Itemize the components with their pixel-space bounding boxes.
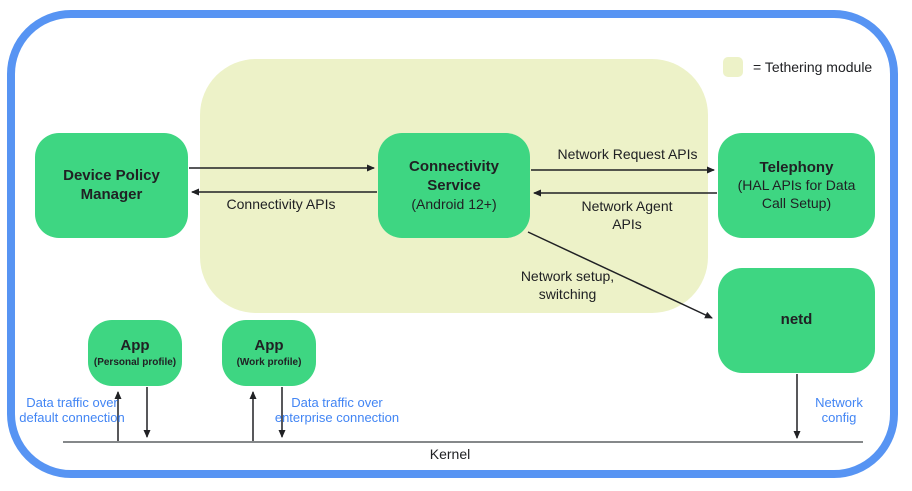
edge-label-network-request-apis: Network Request APIs xyxy=(557,146,698,162)
node-title: Connectivity Service xyxy=(408,158,499,194)
annotation-network-config: Network config xyxy=(815,395,863,425)
node-device-policy-manager: Device Policy Manager xyxy=(35,133,188,238)
edge-label-network-setup-switching: Network setup, switching xyxy=(520,268,615,302)
legend: = Tethering module xyxy=(723,57,872,77)
node-title: App xyxy=(120,336,150,354)
node-subtitle: (Android 12+) xyxy=(411,195,497,212)
node-subtitle: (Personal profile) xyxy=(93,356,177,368)
node-title: Telephony xyxy=(759,158,834,176)
annotation-data-traffic-enterprise: Data traffic over enterprise connection xyxy=(274,395,400,425)
node-connectivity-service: Connectivity Service (Android 12+) xyxy=(378,133,530,238)
node-title: App xyxy=(254,336,284,354)
annotation-data-traffic-default: Data traffic over default connection xyxy=(19,395,125,425)
node-subtitle: (HAL APIs for Data Call Setup) xyxy=(737,177,856,211)
edge-label-network-agent-apis: Network Agent APIs xyxy=(581,198,673,232)
legend-label: = Tethering module xyxy=(753,59,873,75)
tethering-swatch-icon xyxy=(723,57,743,77)
node-app-work: App (Work profile) xyxy=(222,320,316,386)
node-telephony: Telephony (HAL APIs for Data Call Setup) xyxy=(718,133,875,238)
edge-label-connectivity-apis: Connectivity APIs xyxy=(226,196,336,212)
node-subtitle: (Work profile) xyxy=(236,356,302,368)
node-title: Device Policy Manager xyxy=(63,166,160,203)
node-netd: netd xyxy=(718,268,875,373)
kernel-label: Kernel xyxy=(429,446,471,462)
node-app-personal: App (Personal profile) xyxy=(88,320,182,386)
node-title: netd xyxy=(780,311,813,329)
